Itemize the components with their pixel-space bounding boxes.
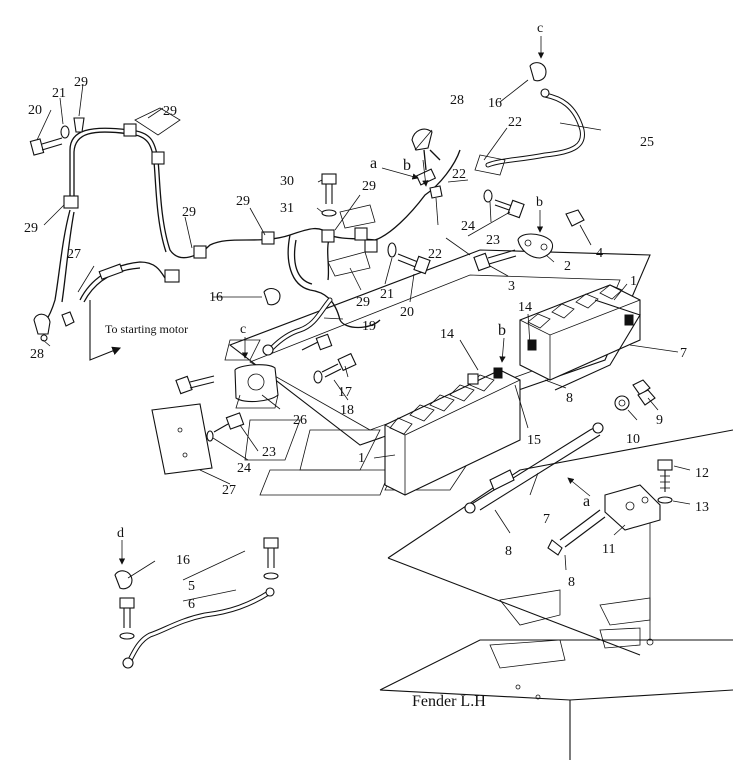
callout-29: 29 <box>182 205 196 220</box>
callout-21: 21 <box>380 287 394 302</box>
callout-31: 31 <box>280 201 294 216</box>
callout-23: 23 <box>262 445 276 460</box>
callout-1: 1 <box>358 451 365 466</box>
cable-19 <box>262 297 333 356</box>
callout-1: 1 <box>630 274 637 289</box>
callout-labels: 1 1 2 3 4 5 6 7 7 8 8 8 9 10 11 12 13 14… <box>24 75 709 612</box>
callout-7: 7 <box>680 346 687 361</box>
battery-cable-25 <box>474 62 585 176</box>
bolt-18 <box>301 333 333 351</box>
battery-relay-26 <box>234 364 279 409</box>
callout-28: 28 <box>30 347 44 362</box>
callout-19: 19 <box>362 319 376 334</box>
callout-6: 6 <box>188 597 195 612</box>
wiring-harness <box>44 127 461 329</box>
view-marker-a: a <box>583 493 590 510</box>
callout-27: 27 <box>67 247 81 262</box>
callout-24: 24 <box>461 219 475 234</box>
callout-5: 5 <box>188 579 195 594</box>
bolt-20-left <box>29 117 85 156</box>
callout-20: 20 <box>28 103 42 118</box>
starting-motor-arrow <box>89 300 122 361</box>
callout-8: 8 <box>566 391 573 406</box>
callout-9: 9 <box>656 413 663 428</box>
callout-27: 27 <box>222 483 236 498</box>
to-starting-motor-label: To starting motor <box>105 322 188 336</box>
fender-label: Fender L.H <box>412 693 486 710</box>
callout-16: 16 <box>488 96 502 111</box>
fender-geometry <box>379 429 733 760</box>
callout-29: 29 <box>74 75 88 90</box>
bolt-23-lower <box>206 412 245 442</box>
view-marker-b: b <box>536 195 543 210</box>
bolt-12 <box>657 459 673 504</box>
terminal-cap-16-left <box>263 287 281 306</box>
callout-30: 30 <box>280 174 294 189</box>
view-arrows <box>118 36 591 565</box>
bolt-17 <box>313 352 357 384</box>
ground-strap-assembly <box>114 537 279 669</box>
view-marker-b: b <box>498 322 506 339</box>
callout-29: 29 <box>163 104 177 119</box>
callout-11: 11 <box>602 542 615 557</box>
mounting-plate-27 <box>151 403 213 475</box>
callout-22: 22 <box>508 115 522 130</box>
callout-29: 29 <box>356 295 370 310</box>
callout-7: 7 <box>543 512 550 527</box>
callout-8: 8 <box>568 575 575 590</box>
callout-12: 12 <box>695 466 709 481</box>
callout-23: 23 <box>486 233 500 248</box>
callout-28: 28 <box>450 93 464 108</box>
callout-22: 22 <box>428 247 442 262</box>
view-marker-c: c <box>240 322 246 337</box>
terminal-clamp <box>473 209 585 272</box>
callout-18: 18 <box>340 403 354 418</box>
j-bolt <box>547 509 606 556</box>
callout-24: 24 <box>237 461 251 476</box>
callout-17: 17 <box>338 385 352 400</box>
callout-29: 29 <box>236 194 250 209</box>
callout-13: 13 <box>695 500 709 515</box>
callout-8: 8 <box>505 544 512 559</box>
callout-3: 3 <box>508 279 515 294</box>
callout-16: 16 <box>209 290 223 305</box>
connector-28-left <box>33 311 75 342</box>
bolt-30 <box>321 173 337 217</box>
bolt-23-upper <box>429 185 525 219</box>
callout-29: 29 <box>24 221 38 236</box>
nut-washer <box>614 379 656 411</box>
callout-22: 22 <box>452 167 466 182</box>
view-marker-d: d <box>117 526 124 541</box>
battery-rear <box>519 284 641 381</box>
view-marker-c: c <box>537 21 543 36</box>
bolt-20-right <box>387 242 431 275</box>
callout-4: 4 <box>596 246 603 261</box>
view-marker-a: a <box>370 155 377 172</box>
bracket <box>604 484 661 531</box>
callout-2: 2 <box>564 259 571 274</box>
callout-26: 26 <box>293 413 307 428</box>
callout-14: 14 <box>518 300 532 315</box>
callout-16: 16 <box>176 553 190 568</box>
view-marker-labels: c b c d a b b a <box>117 21 590 541</box>
leader-lines <box>36 79 691 602</box>
callout-21: 21 <box>52 86 66 101</box>
callout-15: 15 <box>527 433 541 448</box>
callout-25: 25 <box>640 135 654 150</box>
callout-14: 14 <box>440 327 454 342</box>
callout-10: 10 <box>626 432 640 447</box>
callout-29: 29 <box>362 179 376 194</box>
harness-clips <box>63 107 378 277</box>
connector-28-top <box>411 128 441 186</box>
battery-front <box>384 367 521 496</box>
view-marker-b: b <box>403 157 411 174</box>
hold-down-rod <box>464 299 641 514</box>
callout-20: 20 <box>400 305 414 320</box>
bolt-left-26 <box>175 375 215 395</box>
